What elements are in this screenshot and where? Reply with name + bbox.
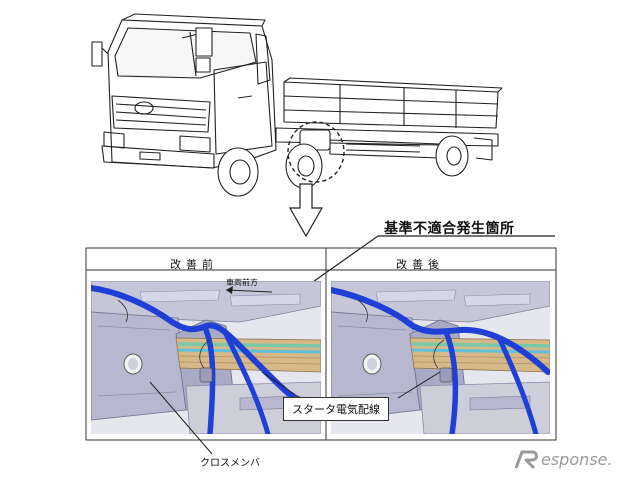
down-arrow-icon <box>288 183 324 238</box>
after-panel-title: 改善後 <box>396 258 444 271</box>
starter-wiring-label: スタータ電気配線 <box>283 397 389 421</box>
brand-name: esponse. <box>541 449 613 469</box>
brand-watermark: esponse. <box>514 446 630 472</box>
vehicle-front-label: 車両前方 <box>226 278 258 287</box>
starter-wiring-leaders <box>261 371 441 399</box>
cross-member-leader <box>149 381 213 455</box>
truck-illustration <box>91 13 503 197</box>
cross-member-label: クロスメンバ <box>200 458 260 469</box>
direction-arrow-icon <box>225 286 273 294</box>
response-logo-icon <box>514 450 538 470</box>
before-panel-title: 改善前 <box>170 258 218 271</box>
defect-location-marker <box>287 121 345 183</box>
defect-location-label: 基準不適合発生箇所 <box>384 221 515 237</box>
before-panel-render <box>91 281 321 434</box>
